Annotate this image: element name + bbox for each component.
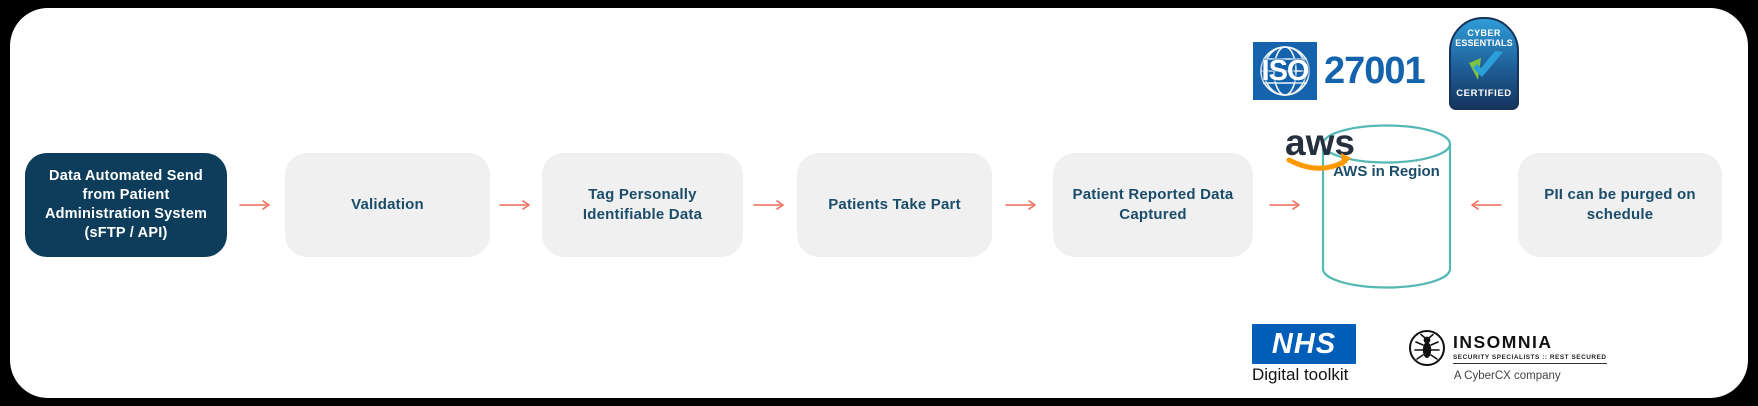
node-label: Data Automated Send from Patient Adminis… xyxy=(44,167,208,242)
cyber-essentials-title: ESSENTIALS xyxy=(1455,38,1513,48)
insomnia-logo: INSOMNIA SECURITY SPECIALISTS :: REST SE… xyxy=(1408,329,1607,382)
insomnia-company-line: A CyberCX company xyxy=(1453,370,1561,382)
node-tag-personally-identifiable-data: Tag Personally Identifiable Data xyxy=(542,153,743,257)
node-patient-reported-data-captured: Patient Reported Data Captured xyxy=(1053,153,1253,257)
node-data-automated-send: Data Automated Send from Patient Adminis… xyxy=(25,153,227,257)
nhs-word: NHS xyxy=(1271,327,1337,360)
nhs-caption: Digital toolkit xyxy=(1252,365,1349,384)
node-label: PII can be purged on schedule xyxy=(1544,186,1696,223)
flow-arrow-right-icon xyxy=(499,200,530,210)
iso-word: ISO xyxy=(1261,54,1310,87)
aws-database-cylinder: AWS in Region aws xyxy=(1285,122,1453,290)
aws-region-label: AWS in Region xyxy=(1333,163,1440,180)
insomnia-bug-icon xyxy=(1409,330,1445,366)
insomnia-name: INSOMNIA xyxy=(1453,332,1553,352)
flow-arrow-right-icon xyxy=(1005,200,1036,210)
flow-arrow-right-icon xyxy=(753,200,784,210)
cylinder-shape-icon xyxy=(1321,124,1452,289)
flow-arrow-right-icon xyxy=(239,200,270,210)
node-label: Validation xyxy=(351,196,424,214)
iso-number: 27001 xyxy=(1324,49,1426,92)
node-pii-purge-schedule: PII can be purged on schedule xyxy=(1518,153,1722,257)
insomnia-tagline: SECURITY SPECIALISTS :: REST SECURED xyxy=(1453,354,1607,364)
iso-globe-icon: ISO xyxy=(1253,42,1317,100)
aws-logo-icon: aws xyxy=(1285,122,1355,171)
iso-27001-logo: ISO 27001 xyxy=(1253,42,1426,100)
flow-arrow-left-icon xyxy=(1471,200,1502,210)
node-label: Patients Take Part xyxy=(828,196,961,214)
flow-arrow-right-icon xyxy=(1269,200,1300,210)
cyber-essentials-title: CYBER xyxy=(1467,28,1501,38)
cyber-essentials-certified: CERTIFIED xyxy=(1456,88,1512,99)
node-label: Tag Personally Identifiable Data xyxy=(582,186,703,223)
node-validation: Validation xyxy=(285,153,490,257)
node-patients-take-part: Patients Take Part xyxy=(797,153,992,257)
nhs-logo-icon: NHS xyxy=(1252,324,1356,364)
checkmark-icon xyxy=(1469,51,1503,80)
nhs-digital-toolkit-logo: NHS Digital toolkit xyxy=(1252,324,1356,385)
node-label: Patient Reported Data Captured xyxy=(1072,186,1234,223)
cyber-essentials-badge: CYBER ESSENTIALS CERTIFIED xyxy=(1449,17,1519,110)
